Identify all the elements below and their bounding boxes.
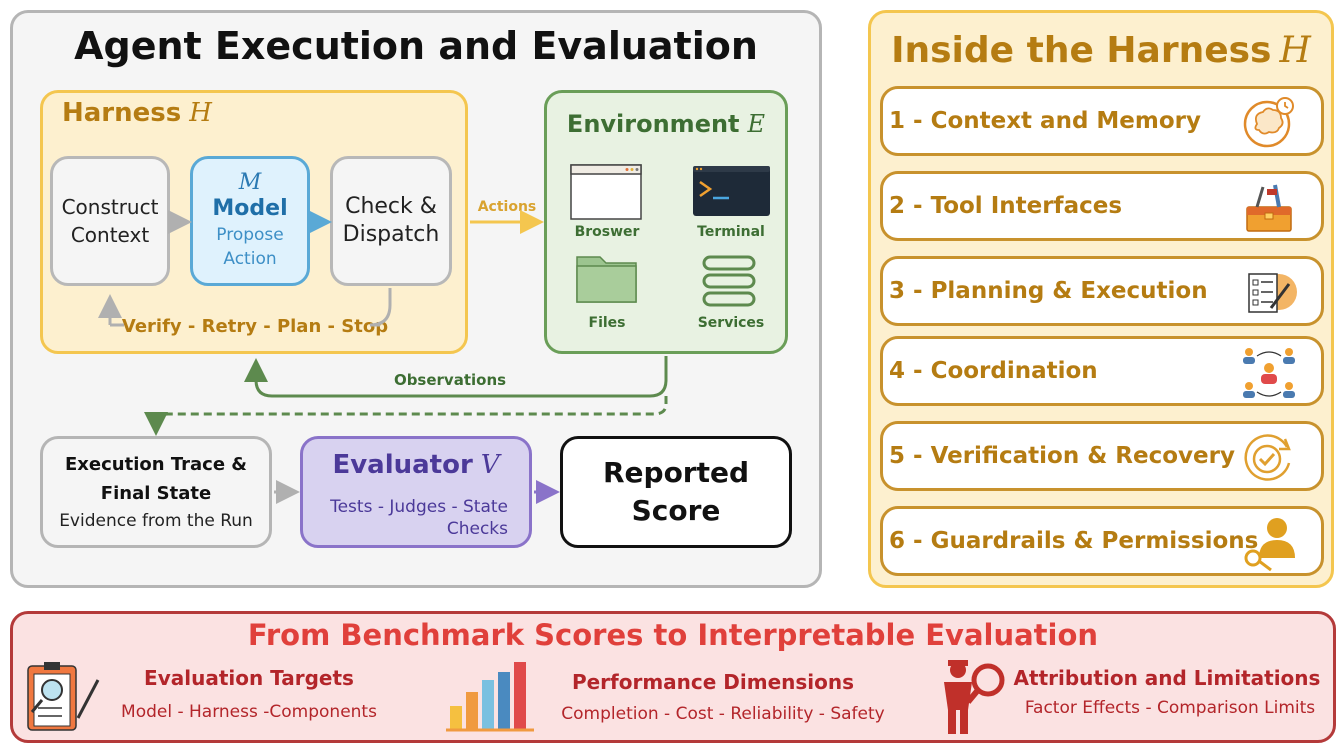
reported-score-box: Reported Score [560,436,792,548]
observations-label: Observations [393,371,507,389]
harness-item-tool-interfaces: 2 - Tool Interfaces [880,171,1324,241]
check-cycle-icon [1244,434,1291,481]
environment-box [544,90,788,354]
evaluator-symbol: V [480,450,500,480]
harness-item-planning-execution: 3 - Planning & Execution [880,256,1324,326]
services-icon [702,255,756,307]
interpretable-evaluation-title: From Benchmark Scores to Interpretable E… [247,618,1099,652]
detective-magnifier-icon [944,660,1005,734]
harness-item-coordination: 4 - Coordination [880,336,1324,406]
reported-score-label: Reported Score [602,456,750,527]
terminal-label: Terminal [697,224,765,240]
environment-symbol: E [747,110,766,138]
harness-item-label: 1 - Context and Memory [889,108,1202,134]
harness-item-label: 4 - Coordination [889,358,1098,384]
harness-item-guardrails-permissions: 6 - Guardrails & Permissions [880,506,1324,576]
construct-context-node: Construct Context [50,156,170,286]
model-symbol: M [238,170,262,195]
clipboard-magnifier-icon [27,662,100,731]
harness-item-context-memory: 1 - Context and Memory [880,86,1324,156]
people-network-icon [1243,348,1295,398]
arrow-to-trace [144,396,668,436]
execution-trace-box: Execution Trace & Final State Evidence f… [40,436,272,548]
bar-chart-icon [446,662,534,732]
evaluation-targets-sub: Model - Harness -Components [121,702,377,722]
services-label: Services [697,315,765,331]
terminal-icon [693,166,770,216]
harness-item-label: 3 - Planning & Execution [889,278,1208,304]
performance-dimensions-sub: Completion - Cost - Reliability - Safety [561,704,885,724]
harness-symbol: H [189,98,212,128]
check-dispatch-node: Check & Dispatch [330,156,452,286]
model-subtitle: Propose Action [216,225,284,269]
browser-label: Broswer [574,224,640,240]
files-label: Files [588,315,626,331]
evaluator-subtitle: Tests - Judges - State Checks [330,497,508,539]
attribution-limitations-sub: Factor Effects - Comparison Limits [1024,698,1316,718]
harness-item-label: 5 - Verification & Recovery [889,443,1235,469]
harness-item-label: 2 - Tool Interfaces [889,193,1123,219]
attribution-limitations-heading: Attribution and Limitations [1013,666,1321,690]
harness-item-verification-recovery: 5 - Verification & Recovery [880,421,1324,491]
brain-clock-icon [1243,97,1294,148]
harness-item-label: 6 - Guardrails & Permissions [889,528,1259,554]
evaluation-targets-heading: Evaluation Targets [144,666,354,690]
evaluator-box [300,436,532,548]
execution-trace-title: Execution Trace & Final State [65,454,247,504]
check-dispatch-label: Check & Dispatch [342,194,440,247]
construct-context-label: Construct Context [61,195,159,247]
user-key-icon [1244,518,1295,572]
interpretable-evaluation-panel [10,611,1336,743]
arrow-observations [244,356,668,398]
execution-panel-title: Agent Execution and Evaluation [74,24,758,68]
inside-harness-symbol: H [1279,30,1311,71]
loop-line-right [369,288,392,327]
execution-trace-subtitle: Evidence from the Run [59,511,253,531]
folder-icon [576,256,637,303]
performance-dimensions-heading: Performance Dimensions [571,670,855,694]
checklist-pencil-icon [1248,273,1297,313]
harness-loop-label: Verify - Retry - Plan - Stop [121,316,389,337]
model-title: Model [212,196,288,221]
browser-icon [570,164,642,220]
toolbox-icon [1246,184,1292,232]
